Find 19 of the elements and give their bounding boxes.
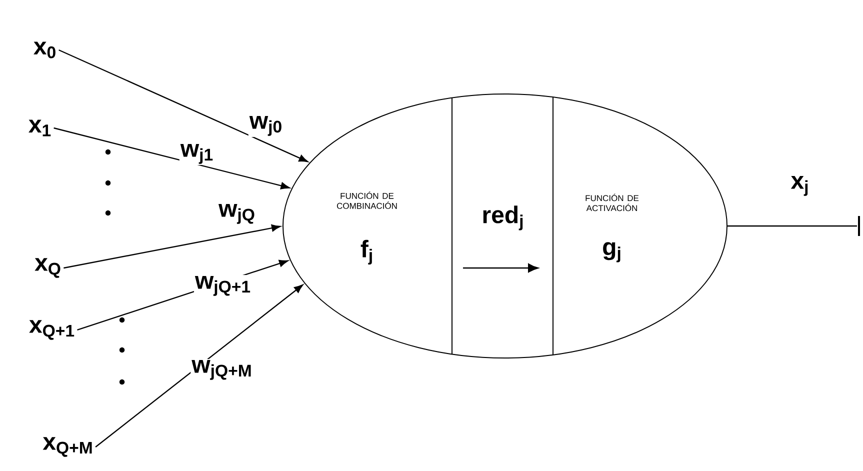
neuron-ellipse (282, 94, 728, 358)
edge-label: w$_{jQ}$ (218, 203, 256, 225)
edge-label: w$_{j1}$ (179, 143, 215, 165)
input-label: x$_{Q}$ (34, 258, 60, 278)
arrow (54, 127, 290, 190)
input-label: x$_{1}$ (28, 120, 51, 136)
section-label: FUNCIÓN DE ACTIVACIÓN g$_{j}$ (586, 194, 639, 262)
input-label: x$_{Q+1}$ (29, 320, 74, 340)
section-label: red$_{j}$ (483, 206, 523, 230)
arrow (64, 224, 281, 269)
input-label: x$_{0}$ (34, 42, 56, 58)
section-label: FUNCIÓN DE COMBINACIÓN f$_{j}$ (336, 191, 397, 265)
arrow (95, 284, 304, 448)
edge-label: w$_{j0}$ (248, 115, 284, 137)
input-label: x$_{Q+M}$ (42, 437, 92, 457)
edge-label: x$_{j}$ (790, 175, 810, 197)
arrow (58, 49, 308, 162)
edge-label: w$_{jQ+M}$ (190, 359, 254, 381)
edge-label: w$_{jQ+1}$ (194, 275, 252, 297)
